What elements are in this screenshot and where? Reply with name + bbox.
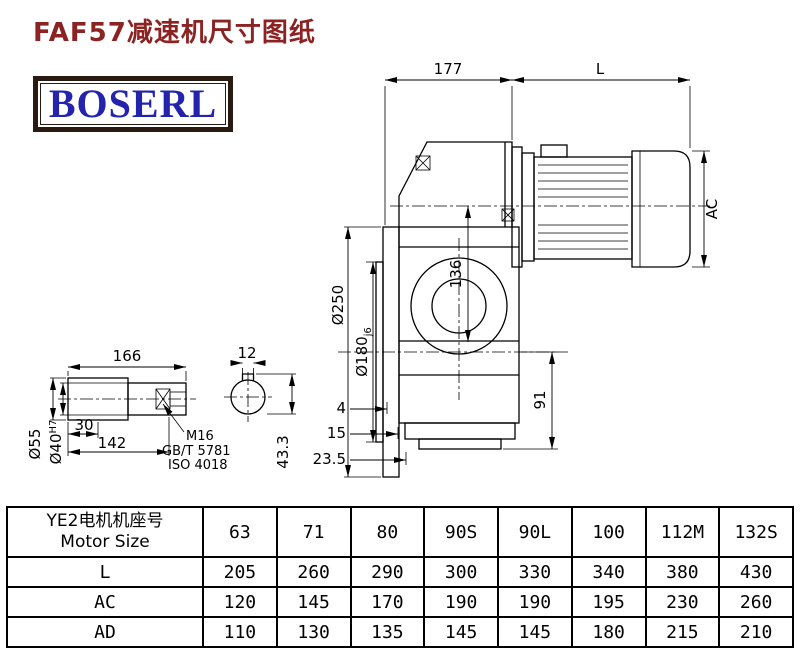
- dim-250-label: Ø250: [329, 285, 347, 325]
- dim-136: 136: [447, 206, 471, 342]
- dim-136-label: 136: [447, 260, 465, 289]
- dim-15-label: 15: [327, 424, 346, 442]
- size-col-header: 71: [275, 506, 352, 558]
- dim-166-label: 166: [113, 347, 142, 365]
- dim-flange-offsets: 4 15 23.5: [313, 399, 407, 468]
- dim-value: 120: [202, 586, 278, 618]
- shaft-end-view: 12 43.3: [224, 344, 296, 469]
- motor-size-header: YE2电机机座号 Motor Size: [6, 506, 204, 558]
- dim-91-label: 91: [531, 390, 549, 409]
- dimension-table: YE2电机机座号 Motor Size 63 71 80 90S 90L 100…: [6, 506, 794, 648]
- dim-91: 91: [503, 351, 558, 450]
- size-col-header: 132S: [718, 506, 794, 558]
- dim-value: 210: [718, 616, 794, 648]
- motor-size-header-row: YE2电机机座号 Motor Size 63 71 80 90S 90L 100…: [6, 506, 794, 558]
- dim-value: 340: [570, 556, 647, 588]
- size-col-header: 90S: [423, 506, 499, 558]
- dim-value: 215: [644, 616, 721, 648]
- dim-43-3: 43.3: [256, 373, 296, 469]
- dim-value: 190: [497, 586, 573, 618]
- dim-40: Ø40H7: [47, 382, 128, 465]
- dim-value: 300: [423, 556, 499, 588]
- dim-value: 180: [570, 616, 647, 648]
- dim-value: 260: [275, 556, 352, 588]
- dim-166: 166: [67, 347, 187, 381]
- dim-value: 330: [497, 556, 573, 588]
- note-iso-4018: ISO 4018: [168, 458, 228, 473]
- dim-value: 205: [202, 556, 278, 588]
- dim-180: Ø180j6: [353, 261, 376, 443]
- dim-177-label: 177: [434, 60, 463, 78]
- dimension-drawing: 177 L AC Ø250 Ø180j6 136 91: [26, 60, 721, 478]
- dim-value: 290: [349, 556, 426, 588]
- dim-55-label: Ø55: [26, 429, 44, 460]
- dim-value: 190: [423, 586, 499, 618]
- dimensions-main: 177 L AC Ø250 Ø180j6 136 91: [313, 60, 721, 478]
- row-label-AD: AD: [6, 616, 204, 648]
- dim-12: 12: [230, 344, 266, 377]
- dim-value: 145: [423, 616, 499, 648]
- motor-size-label-cn: YE2电机机座号: [46, 510, 164, 531]
- dim-value: 135: [349, 616, 426, 648]
- logo-text: BOSERL: [48, 81, 218, 126]
- dim-30: 30: [67, 416, 99, 456]
- shaft-detail-view: 166 Ø55 Ø40H7 30 142 M16 GB/T 5781 ISO 4…: [26, 347, 231, 473]
- size-col-header: 63: [202, 506, 278, 558]
- dim-250: Ø250: [329, 226, 381, 478]
- dim-177: 177: [384, 60, 513, 225]
- thread-note: M16 GB/T 5781 ISO 4018: [162, 429, 231, 473]
- motor-outline: [511, 144, 691, 268]
- dim-value: 260: [718, 586, 794, 618]
- mounting-hole-marks: [415, 155, 515, 222]
- dim-value: 110: [202, 616, 278, 648]
- shaft-outline: [67, 377, 187, 421]
- dim-4-label: 4: [336, 399, 346, 417]
- dim-value: 195: [570, 586, 647, 618]
- page-title: FAF57减速机尺寸图纸: [33, 18, 316, 48]
- boserl-logo: BOSERL: [33, 76, 233, 132]
- note-gbt-5781: GB/T 5781: [162, 444, 231, 459]
- size-col-header: 112M: [644, 506, 721, 558]
- gear-housing-outline: [398, 141, 520, 450]
- centerlines: [338, 205, 710, 400]
- dim-40-label: Ø40H7: [47, 420, 65, 465]
- dim-12-label: 12: [237, 344, 256, 362]
- dim-AC-label: AC: [703, 199, 721, 219]
- dim-value: 380: [644, 556, 721, 588]
- table-row-L: L 205 260 290 300 330 340 380 430: [6, 556, 794, 588]
- dim-value: 145: [275, 586, 352, 618]
- dim-value: 230: [644, 586, 721, 618]
- motor-size-label-en: Motor Size: [60, 532, 150, 552]
- size-col-header: 100: [570, 506, 647, 558]
- size-col-header: 90L: [497, 506, 573, 558]
- size-col-header: 80: [349, 506, 426, 558]
- row-label-L: L: [6, 556, 204, 588]
- dim-142-label: 142: [98, 434, 127, 452]
- row-label-AC: AC: [6, 586, 204, 618]
- note-m16: M16: [186, 429, 214, 444]
- dim-180-label: Ø180j6: [353, 327, 374, 377]
- dim-30-label: 30: [74, 416, 93, 434]
- dim-55: Ø55: [26, 377, 66, 460]
- dim-43-3-label: 43.3: [274, 435, 292, 468]
- dim-value: 430: [718, 556, 794, 588]
- dim-value: 130: [275, 616, 352, 648]
- main-view: [338, 141, 710, 478]
- table-row-AC: AC 120 145 170 190 190 195 230 260: [6, 586, 794, 618]
- table-row-AD: AD 110 130 135 145 145 180 215 210: [6, 616, 794, 648]
- dim-value: 145: [497, 616, 573, 648]
- dim-value: 170: [349, 586, 426, 618]
- dim-L-label: L: [596, 60, 605, 78]
- dim-L: L: [512, 60, 691, 148]
- dim-142: 142: [68, 417, 170, 456]
- dim-23-5-label: 23.5: [313, 450, 346, 468]
- dim-AC: AC: [692, 150, 721, 268]
